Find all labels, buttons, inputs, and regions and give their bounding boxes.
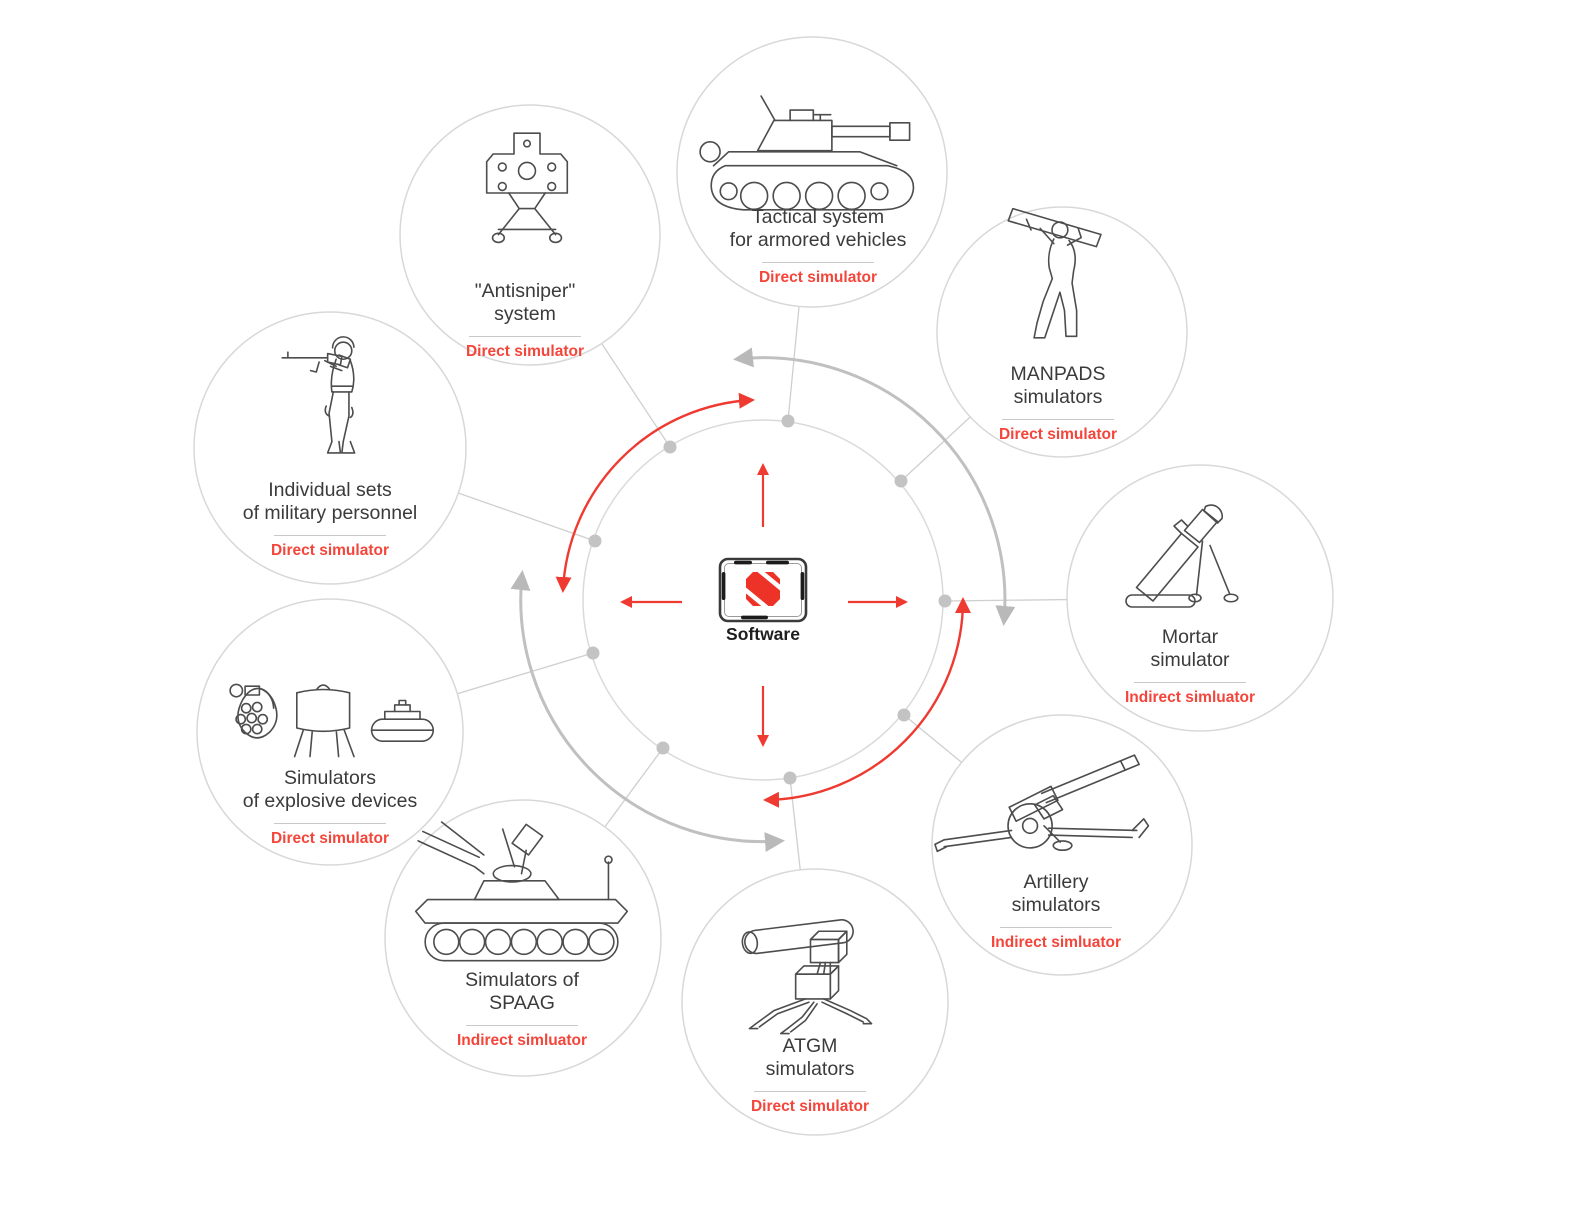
divider [274, 535, 386, 536]
node-title: ATGM simulators [765, 1035, 855, 1080]
tank-icon [699, 95, 915, 211]
explosives-icon [229, 683, 435, 758]
node-subtitle: Direct simulator [750, 1098, 869, 1115]
software-tablet-icon [718, 557, 808, 623]
node-label-manpads: MANPADS simulators Direct simulator [918, 363, 1198, 444]
divider [762, 262, 874, 263]
circle-artillery [931, 714, 1193, 976]
node-subtitle: Indirect simluator [990, 934, 1122, 951]
gray-arc-bottom-left [510, 570, 785, 853]
circle-antisniper [399, 104, 661, 366]
circle-atgm [681, 868, 949, 1136]
node-label-tactical-armored: Tactical system for armored vehicles Dir… [678, 206, 958, 287]
node-title: Mortar simulator [1150, 626, 1230, 671]
divider [1002, 419, 1114, 420]
node-label-spaag: Simulators of SPAAG Indirect simluator [382, 969, 662, 1050]
software-logo-icon [741, 567, 785, 611]
gray-arc-top-right [733, 347, 1016, 626]
spaag-vehicle-icon [414, 821, 629, 962]
node-title: Individual sets of military personnel [242, 479, 418, 524]
node-subtitle: Direct simulator [758, 269, 877, 286]
node-label-mortar: Mortar simulator Indirect simluator [1050, 626, 1330, 707]
tablet-bezel-marks [721, 560, 805, 620]
circle-tactical-armored [676, 36, 948, 308]
node-subtitle: Direct simulator [270, 542, 389, 559]
circle-mortar [1066, 464, 1334, 732]
node-subtitle: Direct simulator [270, 830, 389, 847]
divider [274, 823, 386, 824]
divider [1000, 927, 1112, 928]
node-subtitle: Direct simulator [465, 343, 584, 360]
node-title: Simulators of SPAAG [465, 969, 579, 1014]
node-title: Simulators of explosive devices [242, 767, 418, 812]
node-label-atgm: ATGM simulators Direct simulator [670, 1035, 950, 1116]
node-label-artillery: Artillery simulators Indirect simluator [916, 871, 1196, 952]
node-label-personnel: Individual sets of military personnel Di… [190, 479, 470, 560]
gray-rotation-arcs [510, 347, 1016, 853]
node-subtitle: Direct simulator [998, 426, 1117, 443]
software-label: Software [726, 624, 800, 644]
node-title: Artillery simulators [1011, 871, 1101, 916]
divider [754, 1091, 866, 1092]
red-arc-bottom-right [763, 597, 971, 808]
node-label-antisniper: "Antisniper" system Direct simulator [385, 280, 665, 361]
node-label-explosives: Simulators of explosive devices Direct s… [190, 767, 470, 848]
ring-dots [586, 414, 952, 785]
center-out-arrows [620, 463, 908, 747]
node-subtitle: Indirect simluator [456, 1032, 588, 1049]
red-arc-top-left [555, 392, 755, 593]
node-subtitle: Indirect simluator [1124, 689, 1256, 706]
grenade-pin-ring [229, 683, 244, 698]
rifleman-icon [281, 336, 356, 454]
circle-explosives [196, 598, 464, 866]
howitzer-icon [934, 754, 1150, 853]
atgm-launcher-icon [741, 919, 873, 1035]
divider [1134, 682, 1246, 683]
node-title: "Antisniper" system [474, 280, 576, 325]
antisniper-target-icon [485, 132, 569, 244]
divider [469, 336, 581, 337]
manpads-soldier-icon [1007, 207, 1102, 339]
node-title: Tactical system for armored vehicles [729, 206, 907, 251]
divider [466, 1025, 578, 1026]
claymore-body [295, 688, 351, 733]
mortar-icon [1125, 504, 1239, 608]
node-title: MANPADS simulators [1010, 363, 1106, 408]
red-rotation-arcs [555, 392, 971, 808]
